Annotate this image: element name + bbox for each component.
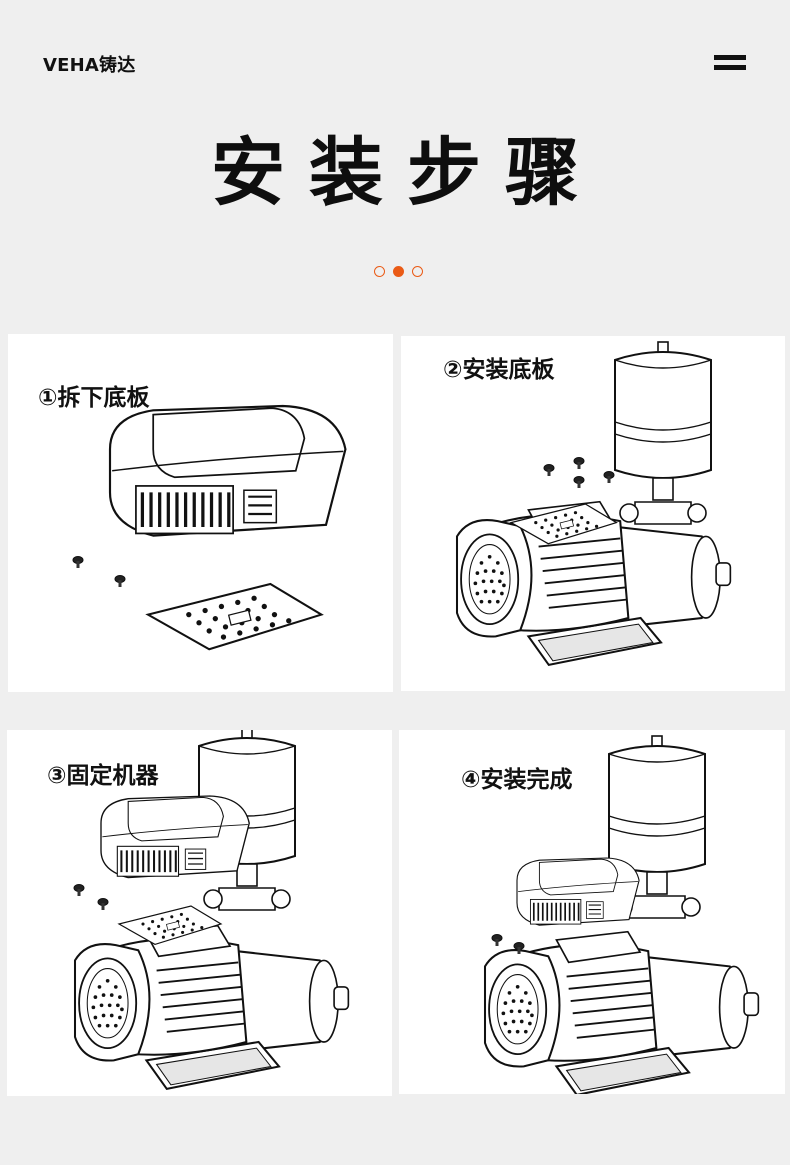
pagination-dot-1[interactable]: [374, 266, 385, 277]
base-plate-install-illustration: [455, 341, 732, 666]
step-label-4: ④安装完成: [461, 767, 573, 793]
machine-fixing-illustration: [73, 730, 350, 1090]
page-title: 安装步骤: [211, 130, 603, 216]
controller-removal-illustration: [72, 404, 348, 651]
step-card-1: ①拆下底板: [8, 334, 393, 692]
step-label-1: ①拆下底板: [38, 385, 150, 411]
pagination-dot-3[interactable]: [412, 266, 423, 277]
pagination-dot-2[interactable]: [393, 266, 404, 277]
installation-complete-illustration: [483, 735, 760, 1094]
brand-logo[interactable]: VEHA铸达: [43, 55, 136, 76]
step-card-4: ④安装完成: [399, 730, 785, 1094]
step-card-2: ②安装底板: [401, 336, 785, 691]
step-card-3: ③固定机器: [7, 730, 392, 1096]
hamburger-menu-icon[interactable]: [714, 53, 746, 73]
step-label-2: ②安装底板: [443, 357, 555, 383]
pagination-dots: [372, 265, 426, 279]
step-label-3: ③固定机器: [47, 763, 159, 789]
